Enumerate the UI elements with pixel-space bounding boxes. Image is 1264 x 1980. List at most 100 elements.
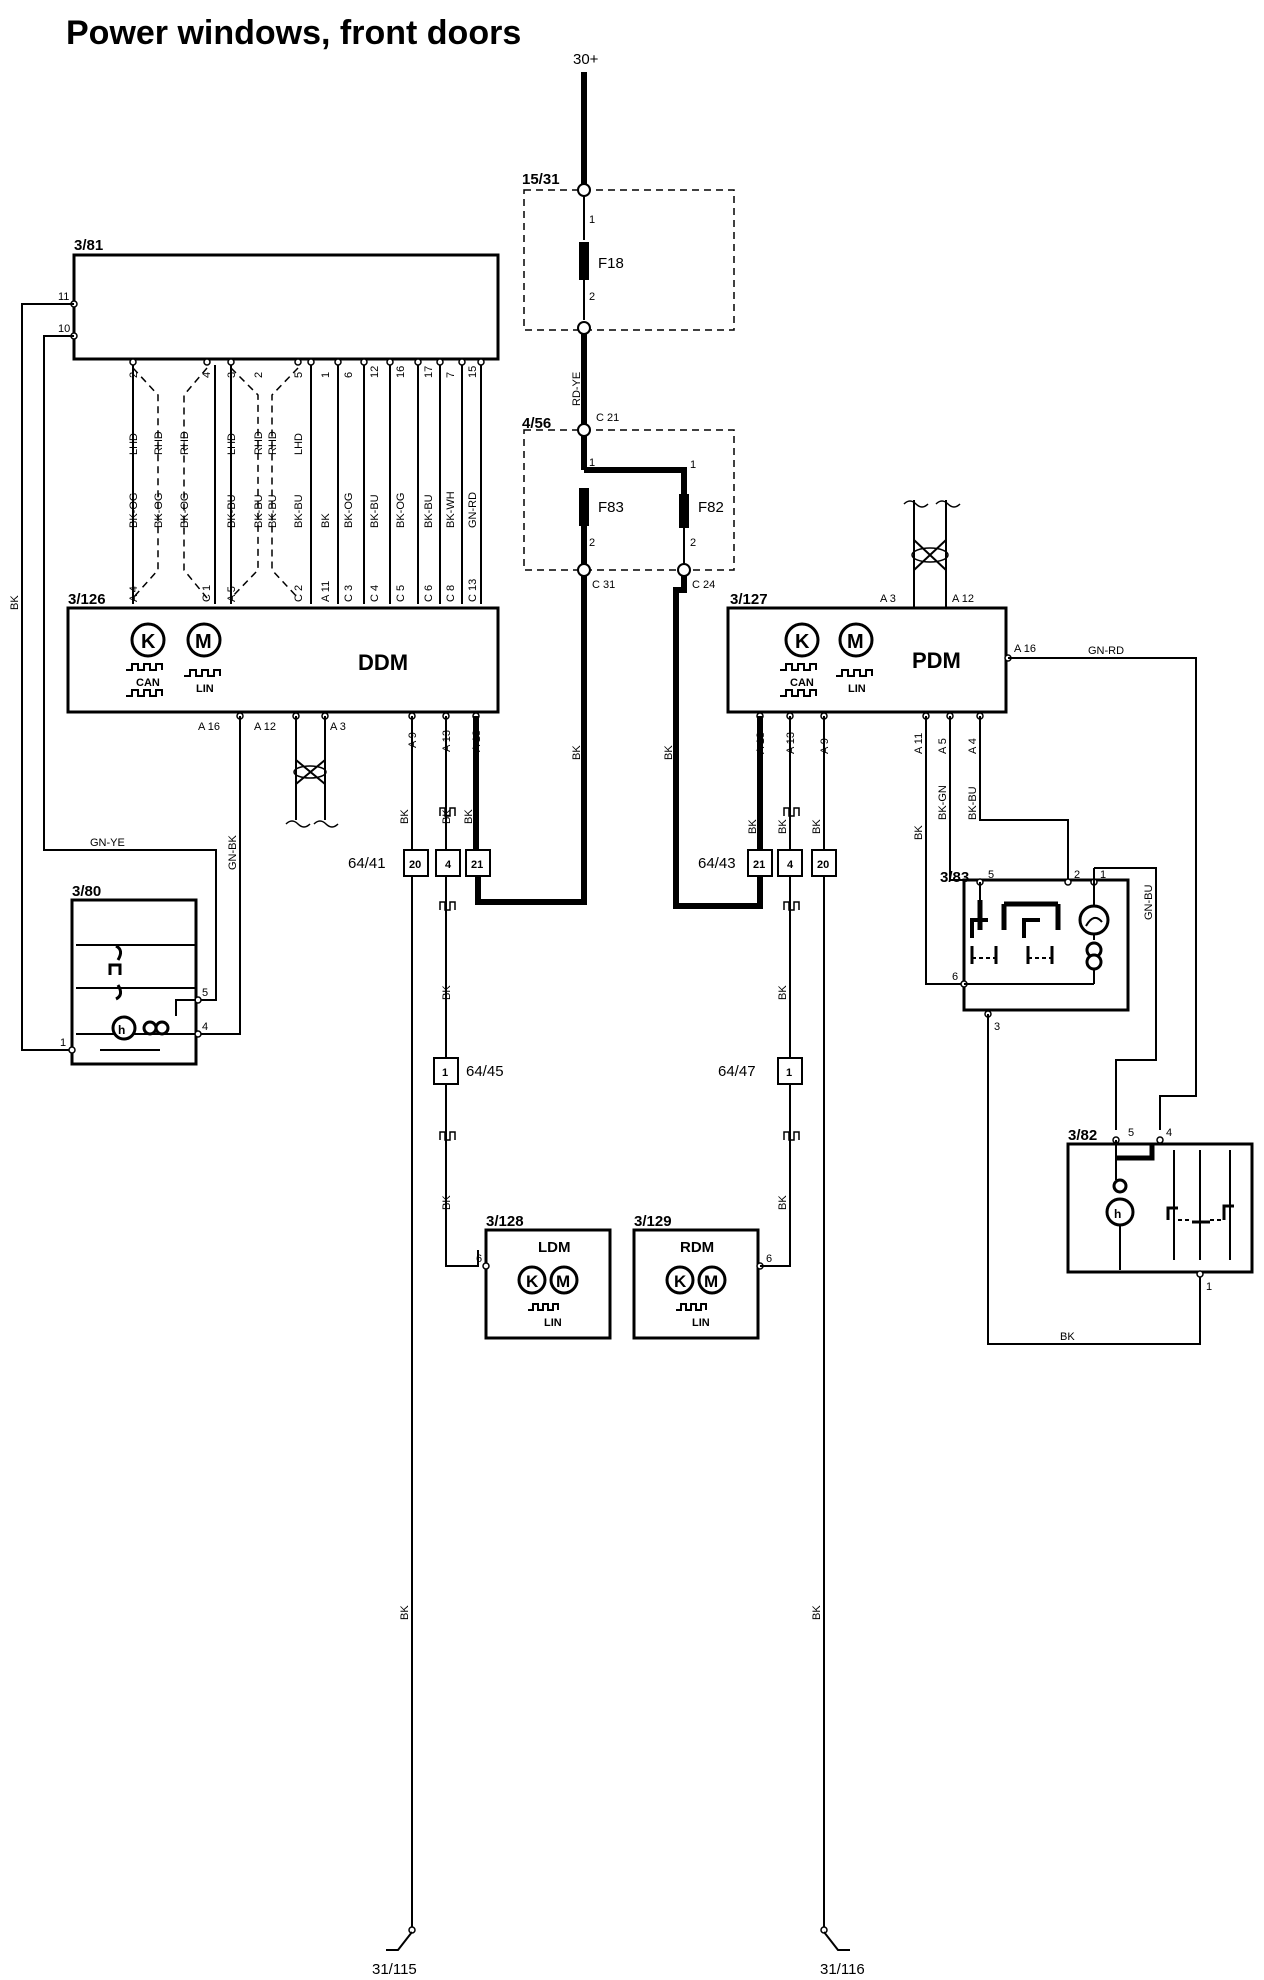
module-3-83 [962,878,1130,1012]
pin-label: 10 [58,323,70,335]
svg-text:6: 6 [343,372,355,378]
module-rdm-name: RDM [680,1239,714,1256]
wire-color: BK [777,819,789,834]
pin-label: 6 [476,1253,482,1265]
lin-symbol [783,1131,800,1141]
pin-label: 3 [994,1021,1000,1033]
pin-label: 5 [1128,1127,1134,1139]
wire-color: BK [9,595,21,610]
wire-color: BK [399,809,411,824]
svg-text:A 11: A 11 [320,581,332,602]
fuse-f18 [579,242,589,280]
wire-bk-bu [979,716,1069,880]
fuse-node [677,563,691,577]
pin-node [1064,878,1072,886]
svg-text:4: 4 [201,372,213,378]
svg-text:20: 20 [817,859,829,871]
module-3-81-pin-labels: 2 4 3 2 5 1 6 12 16 17 7 15 [128,366,479,378]
twisted-pair-pdm [903,500,961,608]
fuse-f83 [579,488,589,526]
ground-label: 31/115 [372,1961,417,1978]
pin-label: 5 [202,987,208,999]
wire-color: BK [663,745,675,760]
ddm-top-pin-nodes [129,358,485,366]
wire-color: BK [1060,1331,1075,1343]
svg-text:C 2: C 2 [293,585,305,602]
svg-text:C 6: C 6 [423,585,435,602]
connector-64-41: 20 4 21 [403,849,491,877]
wire-color: BK-BU [967,786,979,820]
ddm-top-pin-labels: A 4 C 1 A 5 C 2 A 11 C 3 C 4 C 5 C 6 C 8… [128,579,479,602]
wire-color: BK [913,825,925,840]
lin-label: LIN [848,683,866,695]
module-rdm [632,1228,760,1340]
wire-color: BK [441,1195,453,1210]
svg-text:BK-BU: BK-BU [423,494,435,528]
wire-lin-rdm [760,876,791,1267]
pin-label: A 12 [952,593,974,605]
wire-color: BK [399,1605,411,1620]
module-pdm-name: PDM [912,648,961,673]
switch-symbol: h [1105,1140,1234,1270]
module-ldm-name: LDM [538,1239,571,1256]
module-ddm-name: DDM [358,650,408,675]
pin-label: 1 [589,214,595,226]
pin-label: 6 [766,1253,772,1265]
module-pdm-id: 3/127 [730,591,768,608]
svg-text:C 13: C 13 [467,579,479,602]
pin-label: A 4 [967,738,979,754]
pin-label: A 16 [1014,643,1036,655]
svg-text:C 4: C 4 [369,585,381,602]
svg-text:BK-BU: BK-BU [293,494,305,528]
svg-text:M: M [847,631,864,653]
wire-bk [987,1014,1201,1345]
fuse-box-4-56-label: 4/56 [522,415,551,432]
module-ddm-id: 3/126 [68,591,106,608]
terminal-label: C 24 [692,579,715,591]
svg-text:M: M [195,631,212,653]
connector-64-43: 21 4 20 [747,849,837,877]
supply-wire-right [673,576,763,909]
svg-text:2: 2 [128,372,140,378]
lin-symbol [439,1131,456,1141]
pin-label: 6 [952,971,958,983]
module-3-80 [70,898,198,1066]
wire-gn-bk [200,716,241,1035]
svg-text:h: h [1114,1207,1121,1221]
pin-label: A 16 [198,721,220,733]
pin-label: A 11 [913,733,925,754]
pin-node [194,1030,202,1038]
wire-bk [21,303,74,1051]
pin-node [1196,1270,1204,1278]
supply-wire-left [475,576,587,905]
pin-node [1156,1136,1164,1144]
svg-text:C 5: C 5 [395,585,407,602]
wire-color: BK [441,809,453,824]
svg-text:LHD: LHD [226,433,238,455]
svg-text:LHD: LHD [293,433,305,455]
pin-label: 1 [690,459,696,471]
can-label: CAN [790,677,814,689]
wire-color: BK [571,745,583,760]
wire-color: BK [811,819,823,834]
wire-gn-ye [43,335,217,1001]
svg-text:BK-BU: BK-BU [267,494,279,528]
connector-64-47-label: 64/47 [718,1063,756,1080]
module-3-80-label: 3/80 [72,883,101,900]
svg-text:BK-OG: BK-OG [153,493,165,528]
svg-text:1: 1 [320,372,332,378]
wire-color-rd-ye: RD-YE [571,372,583,406]
svg-text:K: K [526,1272,539,1291]
diagram-title: Power windows, front doors [66,14,522,52]
lin-symbol [439,901,456,911]
wire-color-labels: BK-OG BK-OG BK-OG BK-BU BK-BU BK-BU BK-B… [128,491,479,528]
wire-color: GN-RD [1088,645,1124,657]
svg-text:3: 3 [226,372,238,378]
fuse-node [577,423,591,437]
svg-text:BK-OG: BK-OG [179,493,191,528]
wire-color: BK [441,985,453,1000]
svg-text:4: 4 [445,859,452,871]
svg-text:15: 15 [467,366,479,378]
fuse-f82 [679,494,689,528]
